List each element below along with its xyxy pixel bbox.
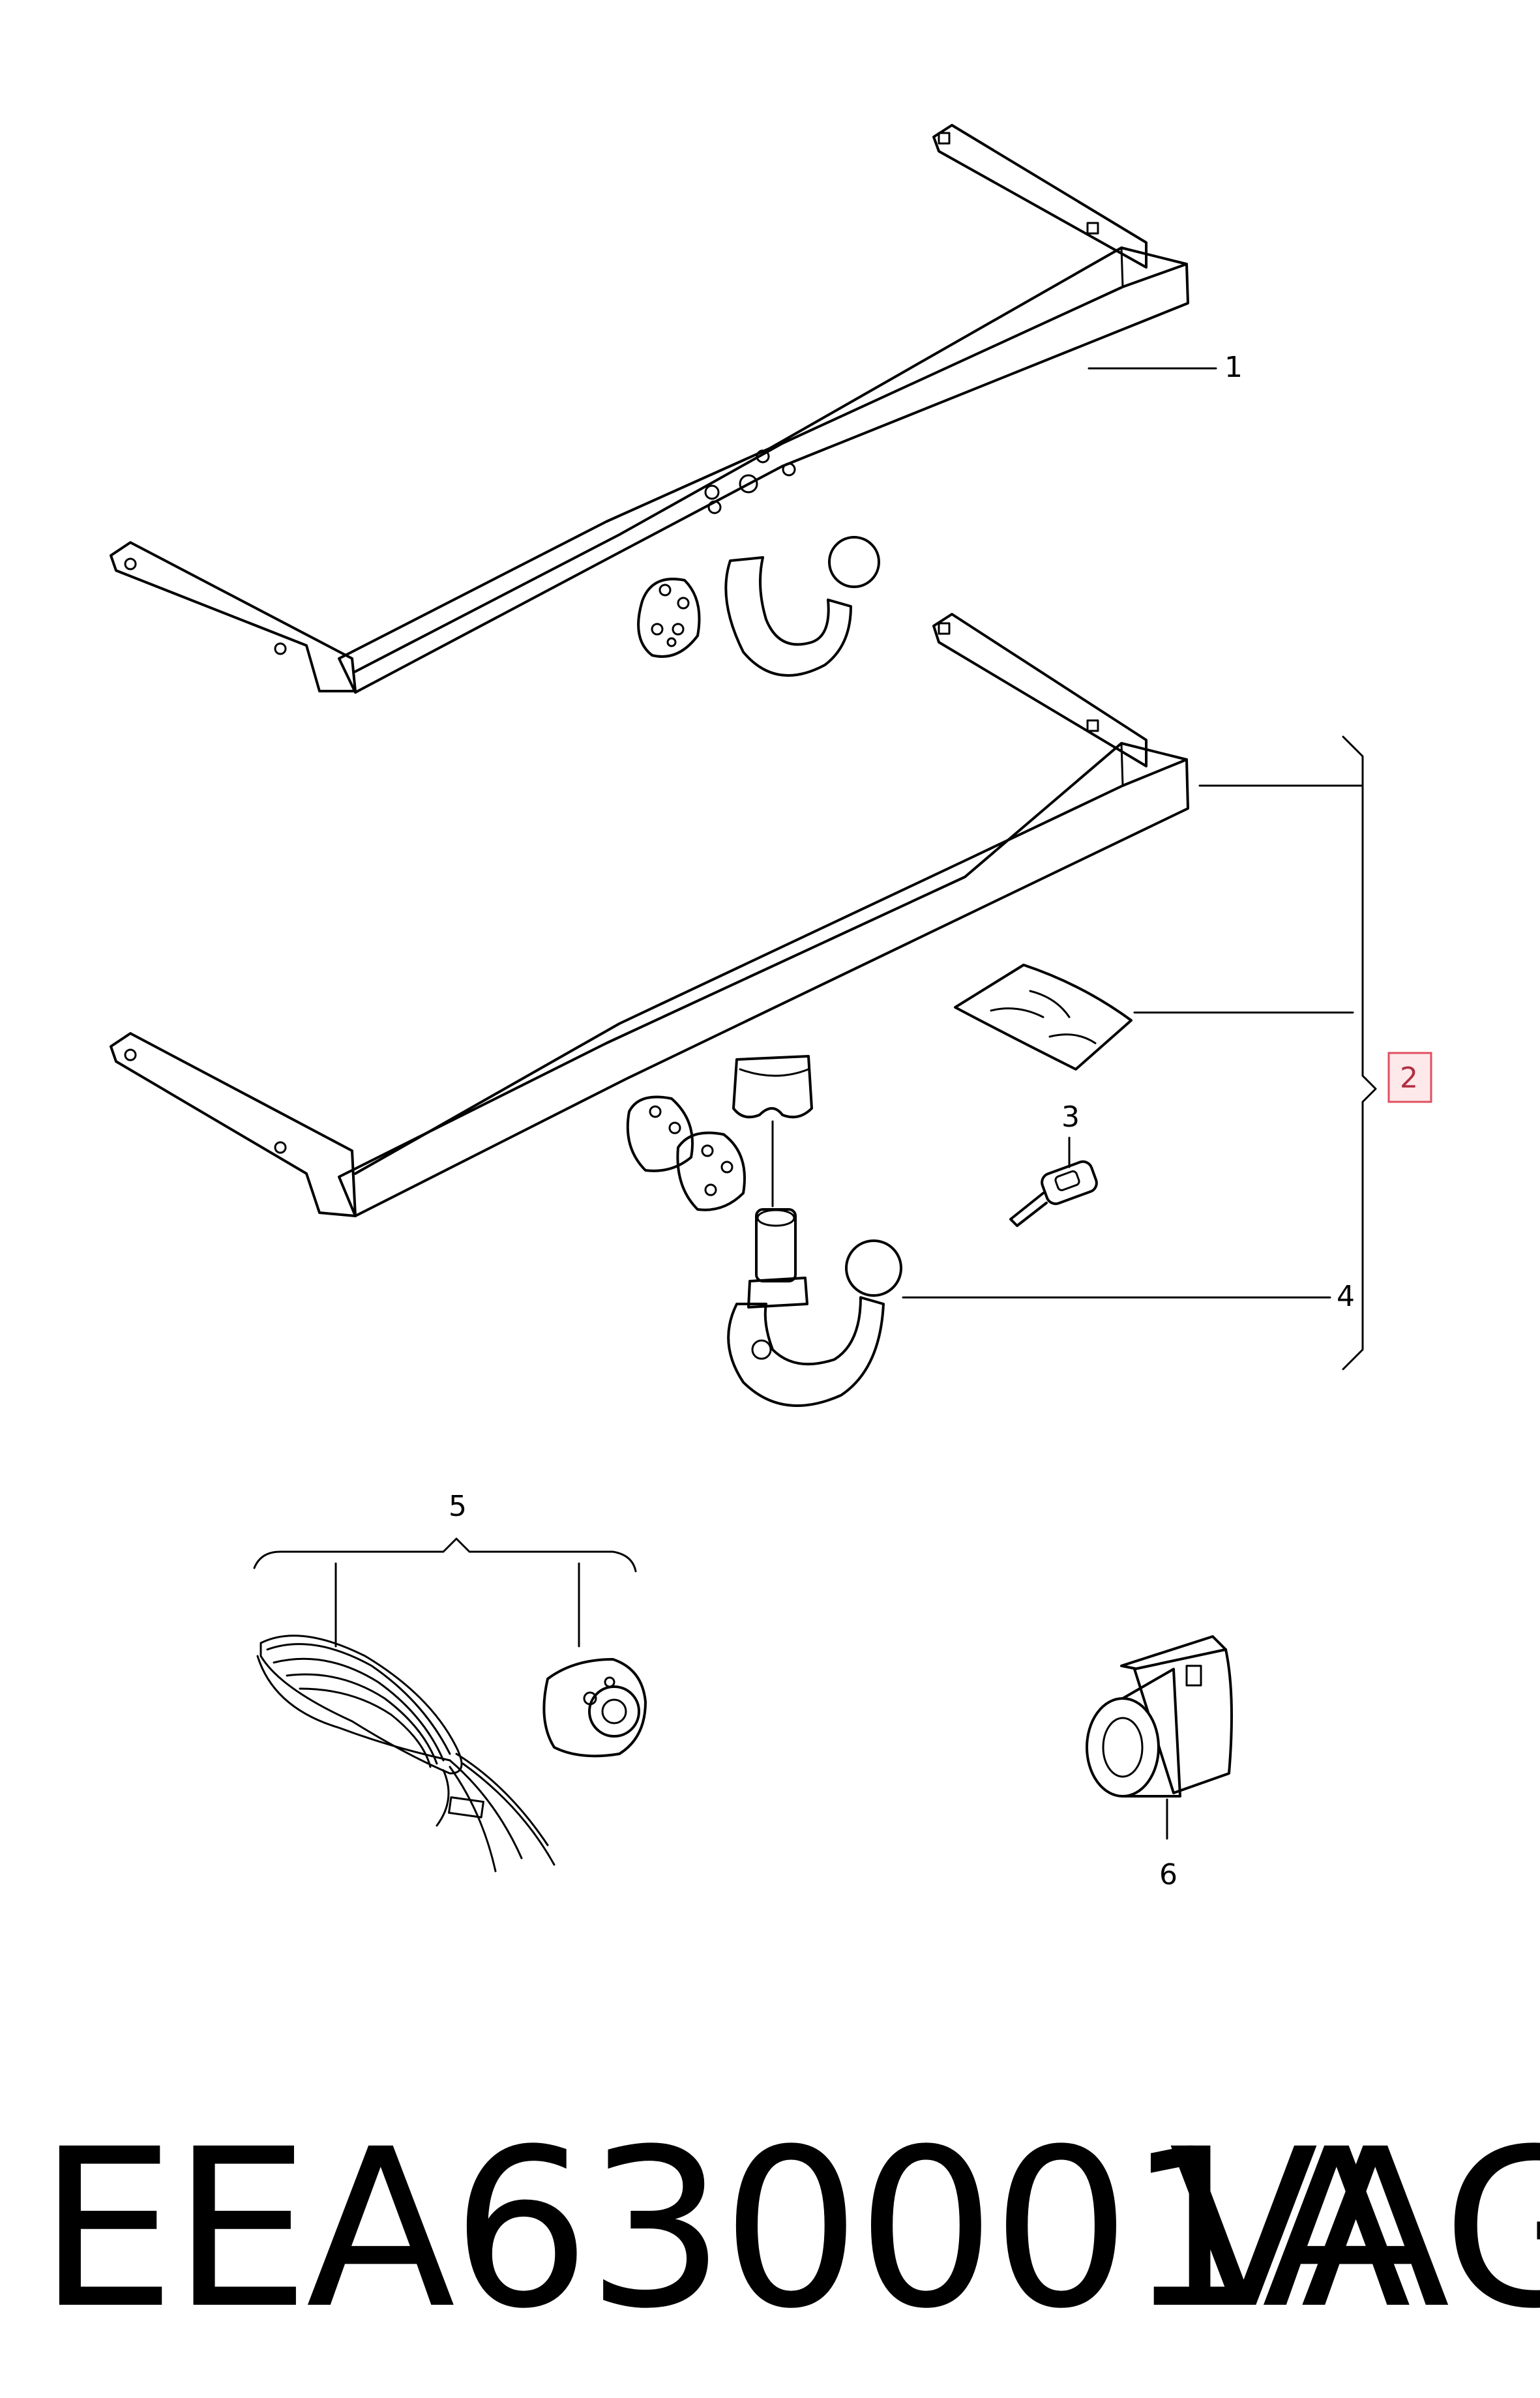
callout-4-label: 4 bbox=[1337, 1280, 1355, 1313]
callout-6-label: 6 bbox=[1159, 1858, 1177, 1891]
callout-2-highlight bbox=[1387, 1052, 1432, 1103]
callout-5-label: 5 bbox=[449, 1490, 467, 1523]
part-5-wiring-harness: 5 bbox=[253, 1490, 647, 1873]
part-4-detachable-ball bbox=[727, 1208, 902, 1407]
part-6-adapter bbox=[1086, 1635, 1233, 1798]
callout-2-label: 2 bbox=[1400, 1061, 1418, 1095]
callout-1-label: 1 bbox=[1224, 351, 1243, 384]
fastener-bag bbox=[954, 964, 1133, 1071]
callout-3-label: 3 bbox=[1061, 1101, 1080, 1134]
part-1-crossbeam-assembly bbox=[110, 124, 1189, 694]
footer-caption: EEA630001A VAG bbox=[38, 2099, 1540, 2360]
brand-label: VAG bbox=[1169, 2103, 1540, 2357]
part-number: EEA630001A bbox=[38, 2103, 1411, 2357]
group-bracket bbox=[1342, 735, 1377, 1370]
part-2-towbar-kit bbox=[110, 613, 1189, 1217]
part-3-key bbox=[1009, 1160, 1098, 1227]
